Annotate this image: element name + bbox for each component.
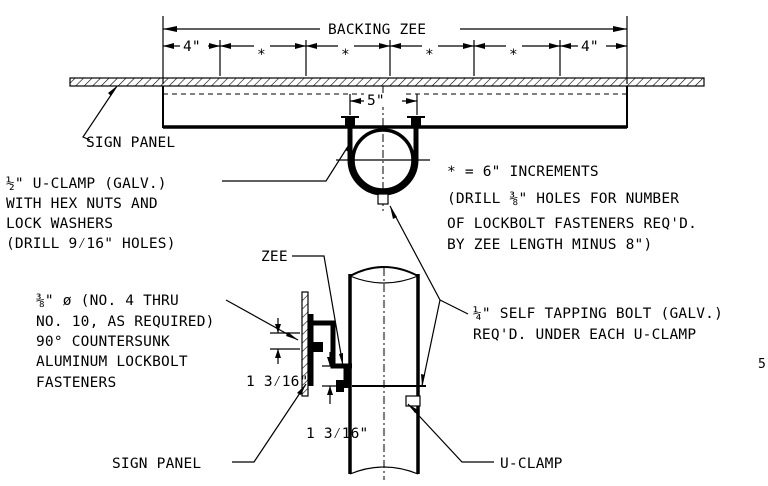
sign-panel-bottom-label: SIGN PANEL [112,456,201,472]
lockbolt-note-line-4: ALUMINUM LOCKBOLT [36,354,188,370]
increment-mark-4: * [509,47,518,63]
increments-note-line-4: BY ZEE LENGTH MINUS 8") [447,237,652,253]
backing-zee-label: BACKING ZEE [328,22,426,38]
sign-panel-top [69,77,705,87]
dim-4-right: 4" [581,39,599,55]
lockbolt-note-line-1: ⅜" ø (NO. 4 THRU [36,293,179,309]
dim-lower-1-3-16: 1 3⁄16" [306,352,368,442]
u-clamp-note-line-4: (DRILL 9⁄16" HOLES) [6,236,176,252]
lockbolt-note: ⅜" ø (NO. 4 THRU NO. 10, AS REQUIRED) 90… [36,293,299,391]
pipe-post [348,266,420,480]
sign-panel-top-label: SIGN PANEL [86,135,175,151]
edge-mark: 5 [758,357,766,372]
zee-label: ZEE [261,249,288,265]
dim-5-label: 5" [367,93,385,109]
sign-panel-bottom-leader: SIGN PANEL [112,383,307,472]
u-clamp-note-line-3: LOCK WASHERS [6,216,113,232]
increments-note-line-1: * = 6" INCREMENTS [447,164,599,180]
dim-4-left: 4" [183,39,201,55]
increment-mark-1: * [257,47,266,63]
u-clamp-bottom-label: U-CLAMP [500,456,563,472]
dim-5-inch: 5" [349,93,418,115]
increments-note: * = 6" INCREMENTS (DRILL ⅜" HOLES FOR NU… [447,164,697,253]
lockbolt-note-line-3: 90° COUNTERSUNK [36,334,170,350]
u-clamp-note-line-1: ½" U-CLAMP (GALV.) [6,176,167,192]
backing-zee-body [162,86,628,214]
u-clamp-note: ½" U-CLAMP (GALV.) WITH HEX NUTS AND LOC… [6,139,353,252]
top-view: BACKING ZEE [6,16,705,253]
dim-lower-label: 1 3⁄16" [306,426,368,442]
sign-panel-top-leader: SIGN PANEL [82,85,175,151]
dim-upper-1-3-16: 1 3⁄16" [246,318,308,390]
u-clamp-bottom-leader: U-CLAMP [407,403,563,472]
self-tapping-note-line-1: ¼" SELF TAPPING BOLT (GALV.) [473,306,723,322]
increments-note-line-2: (DRILL ⅜" HOLES FOR NUMBER [447,191,679,207]
u-clamp-top-view [336,116,430,205]
u-clamp-note-line-2: WITH HEX NUTS AND [6,196,158,212]
dim-upper-label: 1 3⁄16" [246,374,308,390]
self-tapping-note-line-2: REQ'D. UNDER EACH U-CLAMP [473,327,696,343]
sign-panel-side [301,291,309,397]
section-view: ZEE ⅜" ø (NO. 4 THRU NO. 10, AS REQUIRED… [36,205,766,480]
backing-zee-dimension: BACKING ZEE [162,16,628,84]
increment-mark-2: * [341,47,350,63]
zee-leader: ZEE [261,249,344,367]
increment-mark-3: * [425,47,434,63]
increment-dimension-chain: 4" 4" * * * * [163,38,627,76]
lockbolt-note-line-2: NO. 10, AS REQUIRED) [36,314,215,330]
self-tapping-note: ¼" SELF TAPPING BOLT (GALV.) REQ'D. UNDE… [389,205,723,387]
increments-note-line-3: OF LOCKBOLT FASTENERS REQ'D. [447,216,697,232]
lockbolt-note-line-5: FASTENERS [36,375,116,391]
